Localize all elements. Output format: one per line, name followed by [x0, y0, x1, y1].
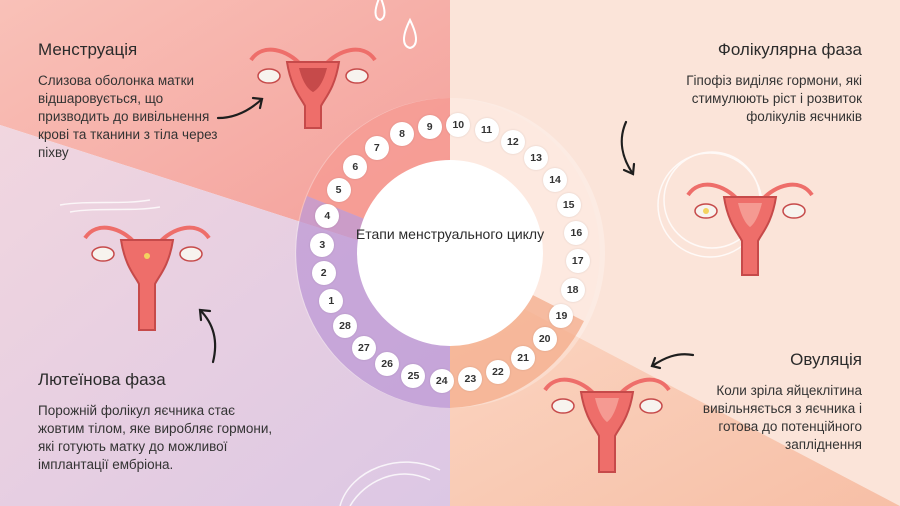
day-marker: 18	[560, 277, 585, 302]
follicular-zone	[450, 0, 900, 506]
arrow-icon	[650, 353, 695, 370]
day-marker: 26	[375, 352, 400, 377]
luteal-zone	[0, 125, 450, 506]
water-drop-icon	[374, 0, 386, 22]
day-marker: 25	[401, 363, 426, 388]
day-marker: 13	[524, 146, 549, 171]
egg-icon	[144, 253, 150, 259]
day-marker: 7	[364, 135, 389, 160]
day-marker: 15	[556, 193, 581, 218]
day-marker: 17	[565, 249, 590, 274]
water-drop-icon	[403, 17, 417, 50]
egg-icon	[703, 208, 709, 214]
day-marker: 5	[326, 178, 351, 203]
arrow-icon	[216, 96, 264, 120]
day-marker: 2	[311, 261, 336, 286]
day-marker: 22	[485, 359, 510, 384]
day-marker: 11	[474, 118, 499, 143]
day-marker: 23	[458, 367, 483, 392]
day-marker: 6	[343, 154, 368, 179]
day-marker: 4	[315, 204, 340, 229]
day-marker: 24	[429, 368, 454, 393]
day-marker: 20	[532, 327, 557, 352]
day-marker: 1	[319, 288, 344, 313]
day-marker: 19	[549, 303, 574, 328]
day-marker: 9	[417, 114, 442, 139]
day-marker: 8	[390, 122, 415, 147]
day-marker: 10	[446, 113, 471, 138]
menstruation-block: Менструація Слизова оболонка матки відша…	[38, 40, 238, 162]
arrow-icon	[620, 120, 636, 176]
day-marker: 14	[543, 167, 568, 192]
uterus-icon	[543, 377, 671, 473]
luteal-text: Порожній фолікул яєчника стає жовтим тіл…	[38, 403, 273, 472]
arrow-icon	[198, 308, 217, 364]
day-marker: 16	[564, 220, 589, 245]
menstruation-title: Менструація	[38, 40, 138, 59]
day-marker: 27	[351, 335, 376, 360]
day-marker: 28	[332, 314, 357, 339]
ovulation-title: Овуляція	[790, 350, 862, 369]
uterus-icon	[249, 47, 377, 129]
uterus-icon	[686, 182, 814, 276]
menstruation-text: Слизова оболонка матки відшаровується, щ…	[38, 73, 218, 160]
follicular-title: Фолікулярна фаза	[717, 40, 862, 59]
follicular-text: Гіпофіз виділяє гормони, які стимулюють …	[686, 73, 862, 124]
day-marker: 12	[500, 129, 525, 154]
ovulation-text: Коли зріла яйцеклітина вивільняється з я…	[702, 383, 862, 452]
center-title: Етапи менструального циклу	[355, 226, 545, 242]
center-circle	[357, 160, 543, 346]
follicular-block: Фолікулярна фаза Гіпофіз виділяє гормони…	[642, 40, 862, 126]
luteal-block: Лютеїнова фаза Порожній фолікул яєчника …	[38, 370, 278, 474]
day-marker: 21	[511, 346, 536, 371]
ovulation-block: Овуляція Коли зріла яйцеклітина вивільня…	[682, 350, 862, 454]
day-marker: 3	[310, 232, 335, 257]
uterus-icon	[83, 225, 211, 331]
luteal-title: Лютеїнова фаза	[38, 370, 166, 389]
